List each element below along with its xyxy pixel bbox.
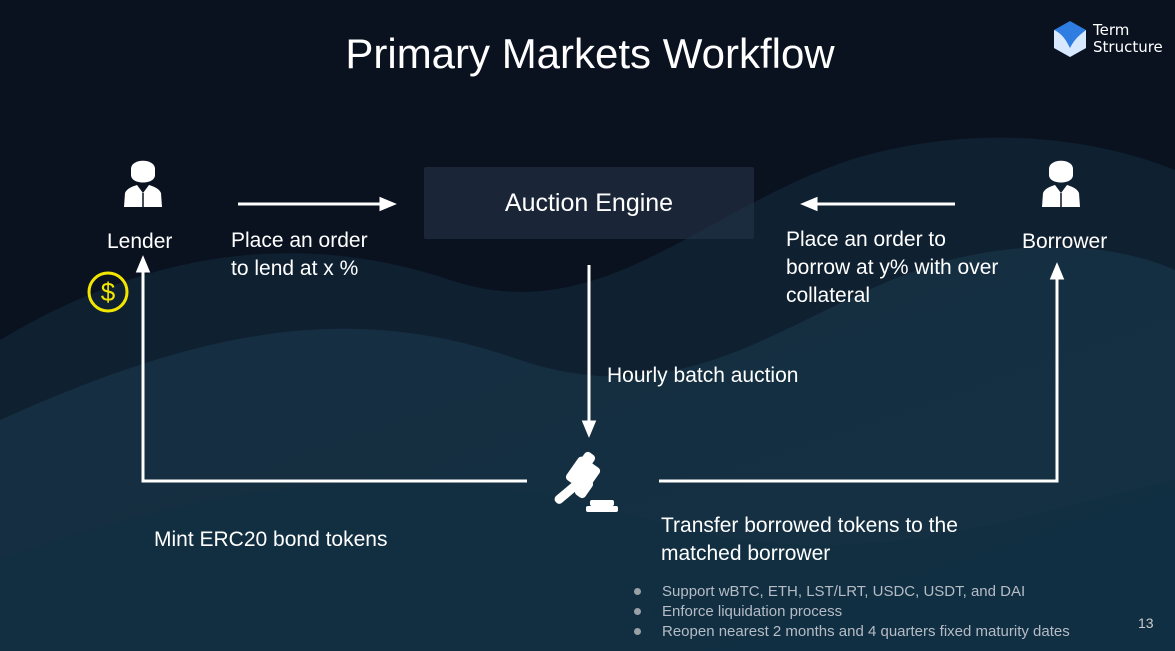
page-number: 13	[1138, 615, 1154, 631]
logo-line1: Term	[1093, 21, 1130, 39]
bullet-item: Support wBTC, ETH, LST/LRT, USDC, USDT, …	[634, 582, 1070, 602]
auction-engine-box: Auction Engine	[424, 167, 754, 239]
hourly-batch-label: Hourly batch auction	[607, 364, 799, 387]
svg-text:$: $	[101, 277, 116, 307]
lender-label: Lender	[107, 230, 173, 253]
mint-bond-tokens-label: Mint ERC20 bond tokens	[154, 528, 388, 551]
borrower-label: Borrower	[1022, 230, 1108, 253]
borrower-person-icon	[1042, 160, 1080, 207]
auction-engine-label: Auction Engine	[504, 188, 674, 217]
lender-person-icon	[124, 160, 162, 207]
feature-bullets: Support wBTC, ETH, LST/LRT, USDC, USDT, …	[634, 582, 1070, 642]
logo-line2: Structure	[1093, 38, 1163, 56]
cube-logo-icon	[1054, 21, 1086, 57]
bullet-item: Enforce liquidation process	[634, 602, 1070, 622]
page-title: Primary Markets Workflow	[345, 30, 835, 77]
gavel-icon	[554, 451, 618, 512]
bullet-item: Reopen nearest 2 months and 4 quarters f…	[634, 622, 1070, 642]
dollar-coin-icon: $	[87, 271, 129, 313]
